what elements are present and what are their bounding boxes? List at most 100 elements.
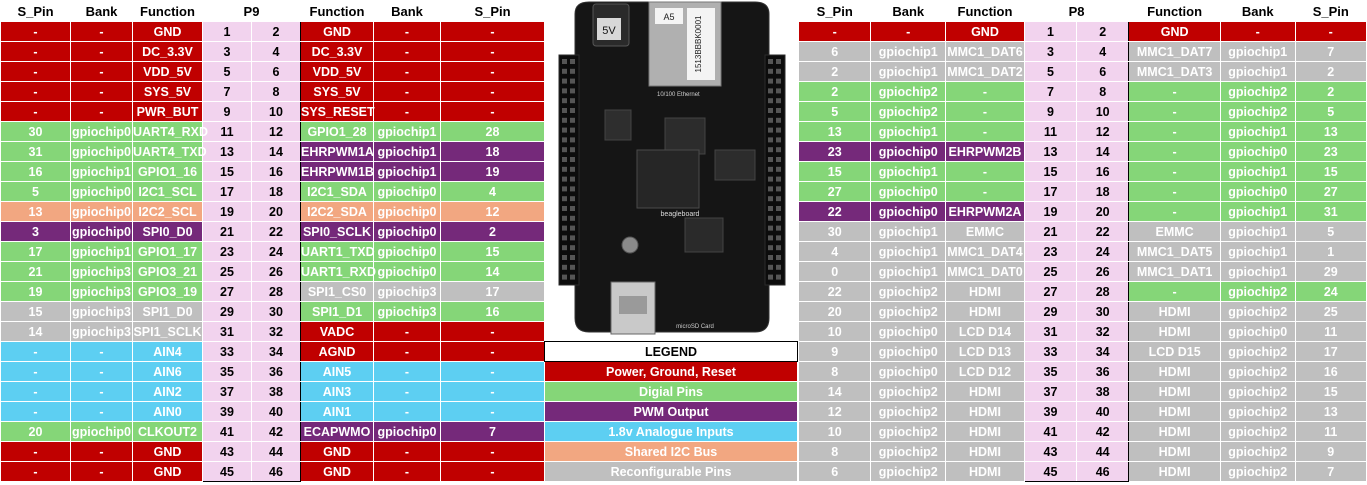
header-pin-hole: [768, 117, 773, 123]
sd-card-label: microSD Card: [676, 324, 714, 330]
right-col-function-2: Function: [945, 0, 1025, 22]
p9-right-s-pin: 14: [440, 261, 545, 282]
p9-right-function: UART1_RXD: [300, 261, 376, 282]
right-col-function-4: Function: [1128, 0, 1221, 22]
p8-pin-even: 38: [1076, 381, 1130, 402]
p9-left-function: DC_3.3V: [132, 41, 203, 62]
p8-left-function: MMC1_DAT2: [945, 61, 1025, 82]
p8-left-function: GND: [945, 21, 1025, 42]
p8-right-s-pin: 15: [1294, 381, 1367, 402]
p8-pin-even: 24: [1076, 241, 1130, 262]
p9-pin-even: 40: [251, 401, 301, 422]
p8-pin-odd: 39: [1023, 401, 1078, 422]
p9-right-function: SPI1_CS0: [300, 281, 374, 302]
p9-pin-even: 32: [251, 321, 301, 342]
header-pin-hole: [562, 274, 567, 280]
p9-right-function: DC_3.3V: [300, 41, 374, 62]
p8-right-s-pin: 2: [1294, 81, 1367, 102]
p8-pin-even: 46: [1076, 461, 1130, 482]
header-pin-hole: [570, 137, 575, 143]
p9-pin-even: 18: [251, 181, 301, 202]
header-pin-hole: [562, 78, 567, 84]
header-pin-hole: [570, 108, 575, 113]
p8-left-function: HDMI: [945, 461, 1025, 482]
legend-item: PWM Output: [544, 401, 798, 422]
p9-pin-odd: 21: [202, 221, 252, 242]
p8-left-function: HDMI: [945, 401, 1025, 422]
p9-right-s-pin: 15: [440, 241, 545, 262]
p9-left-function: GND: [132, 441, 203, 462]
p9-left-function: AIN6: [132, 361, 203, 382]
p9-right-function: I2C1_SDA: [300, 181, 374, 202]
p8-right-bank: gpiochip2: [1219, 461, 1296, 482]
p8-left-bank: gpiochip2: [870, 281, 947, 302]
p9-left-function: GPIO1_17: [132, 241, 203, 262]
p8-left-bank: gpiochip2: [870, 421, 947, 442]
p8-right-s-pin: 7: [1294, 461, 1367, 482]
p9-right-bank: -: [373, 381, 441, 402]
legend-item: Shared I2C Bus: [544, 441, 798, 462]
header-pin-hole: [768, 98, 773, 104]
p9-right-function: SYS_5V: [300, 81, 374, 102]
header-pin-hole: [570, 117, 575, 123]
p9-pin-even: 12: [251, 121, 301, 142]
p9-left-function: CLKOUT2: [132, 421, 203, 442]
p9-pin-odd: 35: [202, 361, 252, 382]
p9-right-s-pin: 12: [440, 201, 545, 222]
p9-left-s-pin: 31: [0, 141, 71, 162]
p8-left-function: -: [945, 101, 1025, 122]
header-pin-hole: [570, 215, 575, 221]
header-pin-hole: [562, 108, 567, 113]
header-pin-hole: [776, 235, 781, 241]
p8-left-s-pin: 2: [797, 61, 872, 82]
p8-right-function: MMC1_DAT1: [1128, 261, 1221, 282]
p8-pin-odd: 29: [1023, 301, 1078, 322]
p8-left-s-pin: 22: [797, 201, 872, 222]
p9-pin-odd: 13: [202, 141, 252, 162]
p9-right-s-pin: -: [440, 461, 545, 482]
p9-left-function: AIN4: [132, 341, 203, 362]
header-pin-hole: [768, 206, 773, 211]
p8-left-s-pin: 5: [797, 101, 872, 122]
legend-item: Power, Ground, Reset: [544, 361, 798, 382]
p8-pin-even: 30: [1076, 301, 1130, 322]
p8-pin-even: 10: [1076, 101, 1130, 122]
header-pin-hole: [562, 225, 567, 231]
right-col-s-pin-6: S_Pin: [1294, 0, 1367, 22]
p8-pin-odd: 3: [1023, 41, 1078, 62]
p9-pin-even: 24: [251, 241, 301, 262]
p9-pin-odd: 19: [202, 201, 252, 222]
p8-pin-odd: 23: [1023, 241, 1078, 262]
header-pin-hole: [768, 245, 773, 251]
p9-right-function: SPI0_SCLK: [300, 221, 374, 242]
p8-pin-odd: 5: [1023, 61, 1078, 82]
p8-right-bank: gpiochip1: [1219, 261, 1296, 282]
p9-pin-odd: 39: [202, 401, 252, 422]
p8-right-function: -: [1128, 101, 1221, 122]
p8-right-bank: gpiochip1: [1219, 161, 1296, 182]
p9-pin-odd: 25: [202, 261, 252, 282]
header-pin-hole: [776, 245, 781, 251]
header-pin-hole: [570, 245, 575, 251]
header-pin-hole: [768, 264, 773, 270]
p9-left-s-pin: -: [0, 361, 71, 382]
p9-right-bank: -: [373, 461, 441, 482]
p8-left-s-pin: 4: [797, 241, 872, 262]
header-pin-hole: [562, 98, 567, 104]
p9-pin-even: 28: [251, 281, 301, 302]
p9-right-function: VDD_5V: [300, 61, 374, 82]
p8-right-function: -: [1128, 201, 1221, 222]
p8-left-bank: gpiochip0: [870, 341, 947, 362]
